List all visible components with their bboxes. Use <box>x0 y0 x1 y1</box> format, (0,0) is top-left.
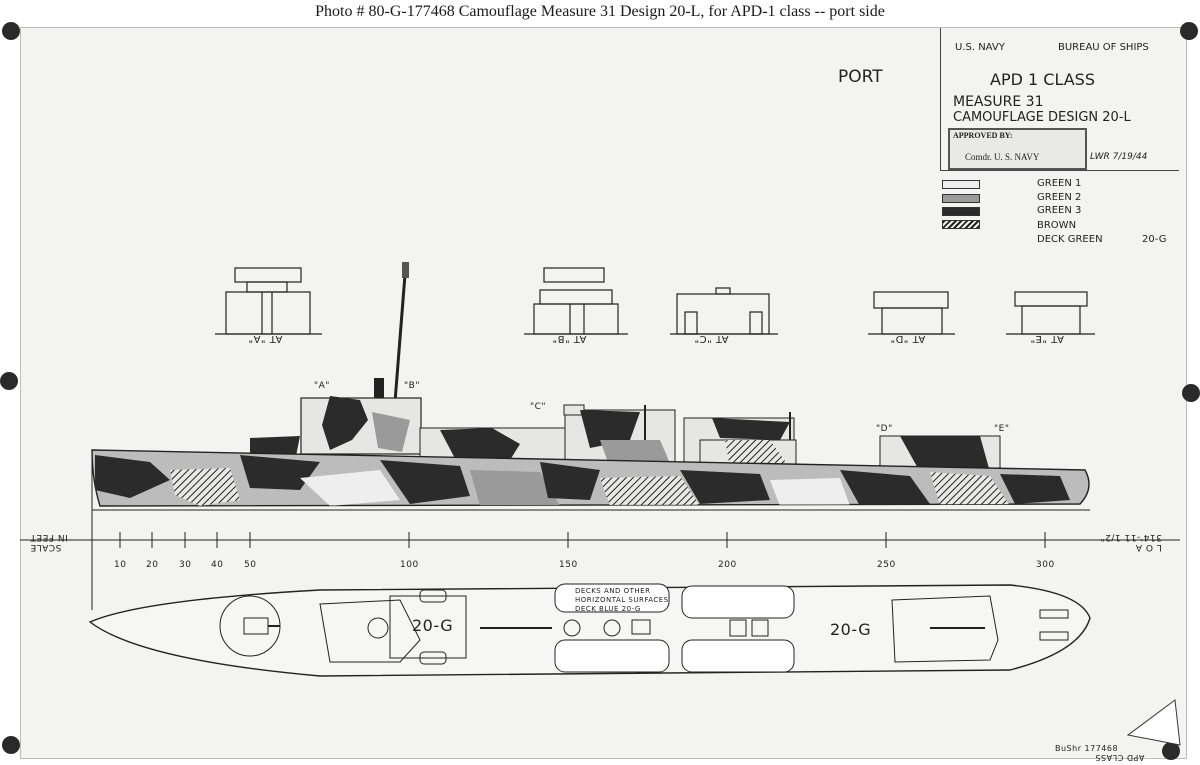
section-label-c: AT "C" <box>694 333 729 344</box>
legend-swatch-green-3 <box>942 207 980 216</box>
title-navy: U.S. NAVY <box>955 42 1005 53</box>
scale-tick-100: 100 <box>400 560 419 570</box>
profile-marker-a: "A" <box>314 381 330 391</box>
profile-marker-c: "C" <box>530 402 547 412</box>
profile-marker-e: "E" <box>994 424 1010 434</box>
section-label-d: AT "D" <box>890 333 926 344</box>
section-label-a: AT "A" <box>248 333 283 344</box>
scale-tick-10: 10 <box>114 560 127 570</box>
legend-label-green-1: GREEN 1 <box>1037 178 1082 189</box>
scale-label-left-1: SCALE <box>30 542 62 552</box>
scale-label-right-2: 314'-11 1/2" <box>1100 532 1162 542</box>
scale-tick-250: 250 <box>877 560 896 570</box>
stamp-approver: Comdr. U. S. NAVY <box>965 152 1040 162</box>
deck-note-line-3: DECK BLUE 20-G <box>575 605 641 613</box>
side-label: PORT <box>838 67 883 87</box>
approval-stamp <box>948 128 1087 170</box>
binder-hole <box>1182 384 1200 402</box>
title-bureau: BUREAU OF SHIPS <box>1058 42 1149 53</box>
class-tag: APD CLASS <box>1095 753 1145 762</box>
binder-hole <box>0 372 18 390</box>
scale-tick-20: 20 <box>146 560 159 570</box>
deck-code-aft: 20-G <box>830 620 872 639</box>
deck-note-line-2: HORIZONTAL SURFACES <box>575 596 669 604</box>
section-label-e: AT "E" <box>1030 333 1064 344</box>
binder-hole <box>1180 22 1198 40</box>
scale-tick-30: 30 <box>179 560 192 570</box>
legend-label-deck-green: DECK GREEN <box>1037 234 1103 245</box>
photo-caption: Photo # 80-G-177468 Camouflage Measure 3… <box>315 3 885 20</box>
scale-bar <box>20 532 1180 548</box>
scale-label-left-2: IN FEET <box>30 532 68 542</box>
title-initials: LWR 7/19/44 <box>1090 152 1148 162</box>
binder-hole <box>1162 742 1180 760</box>
profile-marker-b: "B" <box>404 381 420 391</box>
section-view-c <box>670 287 778 335</box>
deck-note: DECKS AND OTHER HORIZONTAL SURFACES DECK… <box>575 587 669 614</box>
legend-label-brown: BROWN <box>1037 220 1077 231</box>
section-view-d <box>868 291 955 335</box>
profile-marker-d: "D" <box>876 424 893 434</box>
scale-tick-200: 200 <box>718 560 737 570</box>
ship-plan-view <box>88 583 1091 677</box>
bubr-number: BuShr 177468 <box>1055 744 1119 753</box>
scale-tick-300: 300 <box>1036 560 1055 570</box>
scale-tick-40: 40 <box>211 560 224 570</box>
section-view-a <box>215 267 322 335</box>
deck-code-forward: 20-G <box>412 616 454 635</box>
legend-swatch-green-2 <box>942 194 980 203</box>
legend-swatch-green-1 <box>942 180 980 189</box>
scale-label-left: SCALE IN FEET <box>30 532 68 552</box>
title-measure: MEASURE 31 <box>953 94 1044 110</box>
legend-label-green-3: GREEN 3 <box>1037 205 1082 216</box>
ship-profile <box>91 261 1090 610</box>
scale-tick-150: 150 <box>559 560 578 570</box>
title-class: APD 1 CLASS <box>990 70 1095 89</box>
legend-deck-green-code: 20-G <box>1142 234 1167 245</box>
section-view-e <box>1006 291 1095 335</box>
title-design: CAMOUFLAGE DESIGN 20-L <box>953 110 1131 125</box>
section-view-b <box>524 267 628 335</box>
binder-hole <box>2 22 20 40</box>
deck-note-line-1: DECKS AND OTHER <box>575 587 651 595</box>
section-label-b: AT "B" <box>552 333 587 344</box>
stamp-approved-by: APPROVED BY: <box>953 131 1013 140</box>
scale-label-right: L O A 314'-11 1/2" <box>1100 532 1162 552</box>
legend-swatch-brown <box>942 220 980 229</box>
scale-label-right-1: L O A <box>1135 542 1162 552</box>
scale-tick-50: 50 <box>244 560 257 570</box>
binder-hole <box>2 736 20 754</box>
legend-label-green-2: GREEN 2 <box>1037 192 1082 203</box>
title-block <box>940 28 1179 171</box>
